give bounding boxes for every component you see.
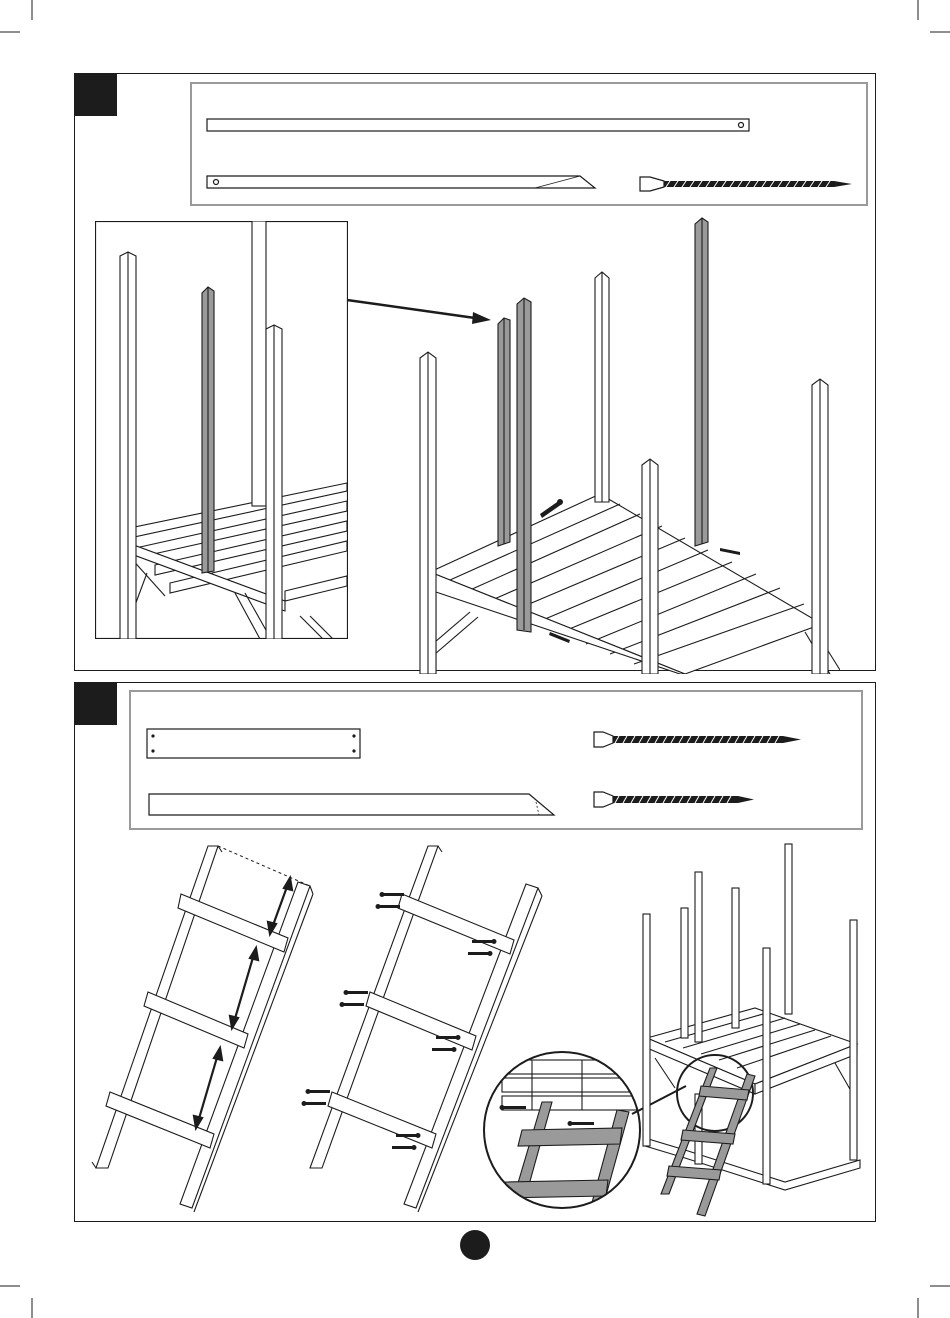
- long-board-with-hole-icon: [207, 119, 749, 131]
- step-number-badge: [75, 683, 117, 725]
- ladder-detail-circle: [482, 1050, 642, 1210]
- ladder-spacing-arrows: [88, 842, 323, 1214]
- detail-inset-new-post: [95, 221, 348, 639]
- platform-with-posts: [410, 212, 840, 674]
- tower-with-ladder: [635, 838, 870, 1218]
- step-number-badge: [75, 74, 117, 116]
- short-screw-icon: [594, 792, 754, 807]
- angled-board-icon: [207, 176, 595, 188]
- page-number-badge: [460, 1230, 490, 1260]
- parts-list-top: [190, 82, 868, 206]
- long-screw-icon: [594, 732, 801, 747]
- parts-list-bottom: [129, 690, 863, 830]
- long-screw-icon: [640, 177, 852, 191]
- ladder-rung-board-icon: [147, 729, 360, 758]
- ladder-side-rail-icon: [149, 794, 554, 815]
